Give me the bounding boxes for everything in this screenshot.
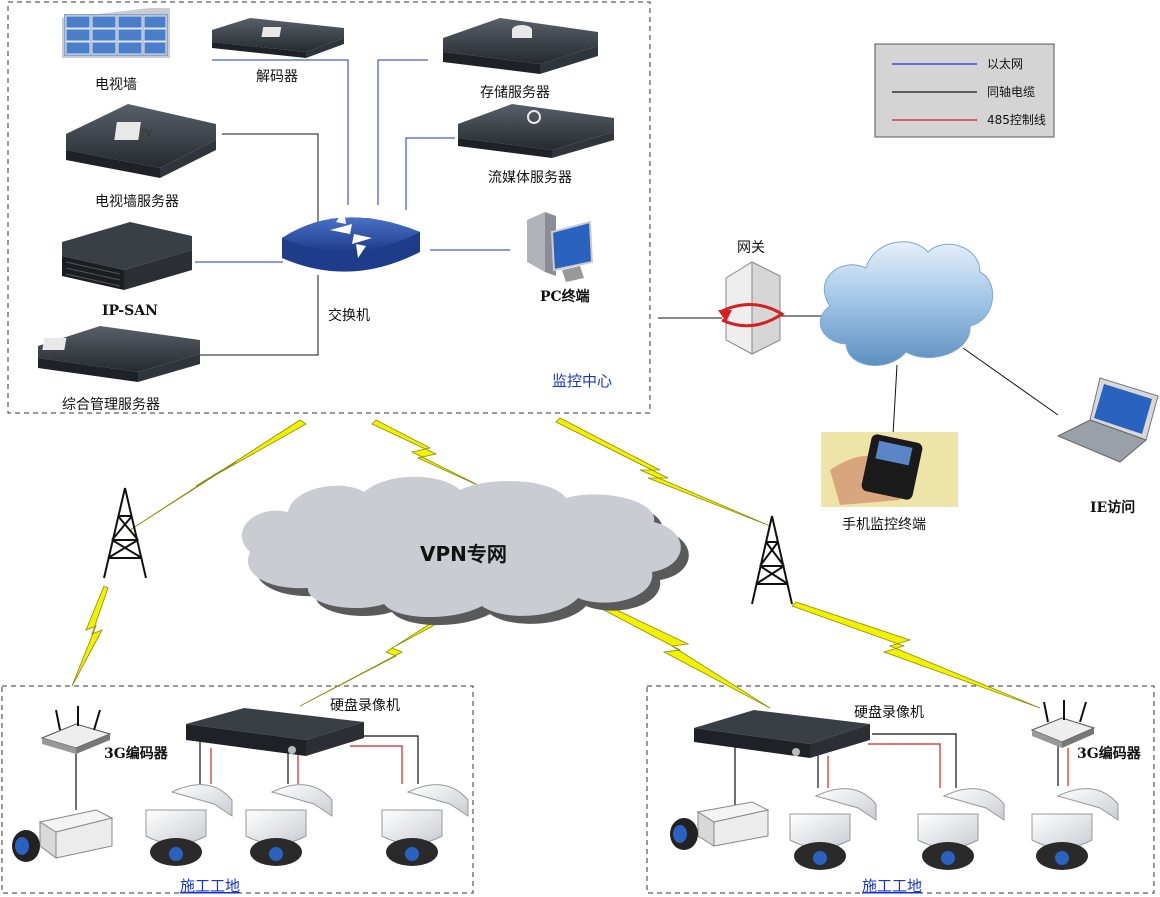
site-right-dome-camera-2-icon [917,788,1005,870]
mgmt-server-icon [38,326,200,382]
internet-cloud-icon [819,241,994,366]
streaming-server-icon [458,104,614,158]
gateway-icon [718,261,785,355]
site-left-title: 施工工地 [180,877,240,895]
site-left-dvr-label: 硬盘录像机 [330,697,400,714]
mgmt-server-label: 综合管理服务器 [62,397,160,413]
switch-icon [282,210,420,272]
site-left-encoder-label: 3G编码器 [104,745,169,762]
site-right-title: 施工工地 [862,877,922,895]
svg-text:TV: TV [139,129,152,139]
tower-left-icon [103,487,147,579]
site-left-encoder-icon [40,706,112,754]
wireless-links [71,417,1041,709]
legend-ethernet-label: 以太网 [987,56,1023,71]
site-left-wiring [75,735,419,810]
lightning-center-vpn [371,419,485,489]
decoder-icon [212,18,344,58]
ip-san-icon [62,222,192,290]
site-left-dome-camera-2-icon [245,784,333,866]
lightning-center-right [555,417,771,527]
site-right-encoder-label: 3G编码器 [1077,745,1142,762]
site-right-dvr-label: 硬盘录像机 [854,704,924,721]
site-left-frame [1,685,474,894]
laptop-icon [1056,377,1159,463]
streaming-server-label: 流媒体服务器 [488,170,572,186]
tv-wall-server-icon: TV [66,104,216,178]
coax-links-center [200,133,1059,436]
site-right-wiring [734,733,1069,806]
site-right-dvr-icon [694,710,870,758]
ie-access-label: IE访问 [1090,499,1135,516]
site-left-box-camera-icon [12,809,114,862]
site-right-frame [646,685,1155,894]
site-right-encoder-icon [1030,700,1096,748]
pc-terminal-icon [527,212,594,282]
monitor-center-frame [7,1,651,414]
mobile-terminal-label: 手机监控终端 [842,517,926,533]
tv-wall-label: 电视墙 [95,77,137,93]
tower-right-icon [751,515,793,605]
legend-coax-label: 同轴电缆 [987,84,1035,99]
site-left-dome-camera-3-icon [381,784,469,866]
site-right-dome-camera-1-icon [789,788,877,870]
site-left-dome-camera-1-icon [145,784,233,866]
lightning-vpn-right-dvr [599,603,771,709]
lightning-vpn-left-dvr [299,619,441,707]
vpn-cloud-label: VPN专网 [420,542,507,566]
ip-san-label: IP-SAN [102,303,158,319]
site-right-dome-camera-3-icon [1031,788,1119,870]
decoder-label: 解码器 [256,69,298,85]
vpn-cloud-icon [241,476,689,626]
legend-485-label: 485控制线 [987,113,1046,127]
monitor-center-title: 监控中心 [552,372,612,390]
site-left-dvr-icon [186,708,364,756]
lightning-tower-left-site [71,585,109,687]
pc-terminal-label: PC终端 [540,288,590,305]
lightning-tower-right-enc [791,601,1041,709]
storage-server-icon [443,18,598,74]
ethernet-links [195,59,510,263]
switch-label: 交换机 [328,307,370,324]
site-right-box-camera-icon [670,801,770,850]
gateway-label: 网关 [737,240,765,256]
mobile-terminal-icon [821,432,958,507]
tv-wall-icon [62,8,170,58]
lightning-center-left [129,419,307,531]
storage-server-label: 存储服务器 [480,85,550,101]
legend: 以太网 同轴电缆 485控制线 [874,43,1055,138]
tv-wall-server-label: 电视墙服务器 [95,194,179,210]
